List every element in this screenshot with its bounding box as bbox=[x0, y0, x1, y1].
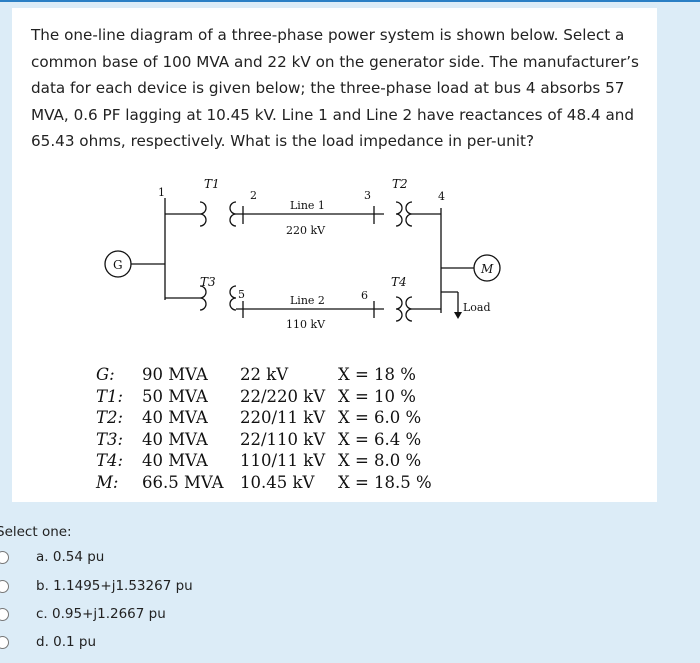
line-2-kv: 110 kV bbox=[286, 318, 326, 331]
t4-secondary-coil bbox=[405, 296, 413, 322]
bus-5-label: 5 bbox=[238, 288, 245, 301]
bus-4-label: 4 bbox=[438, 190, 445, 203]
bus-6-label: 6 bbox=[361, 289, 368, 302]
t2-label: T2 bbox=[392, 177, 408, 191]
bus-1-label: 1 bbox=[158, 186, 165, 199]
answer-option-a[interactable]: a. 0.54 pu bbox=[0, 549, 300, 569]
t4-primary-coil bbox=[395, 296, 403, 322]
t3-secondary-coil bbox=[229, 285, 237, 311]
motor-label: M bbox=[480, 262, 494, 276]
bus-2-label: 2 bbox=[250, 189, 257, 202]
t1-primary-coil bbox=[199, 201, 207, 227]
answer-option-d[interactable]: d. 0.1 pu bbox=[0, 634, 300, 654]
radio-button-icon[interactable] bbox=[0, 580, 9, 593]
motor-symbol bbox=[473, 254, 501, 282]
t3-label: T3 bbox=[200, 275, 216, 289]
generator-label: G bbox=[113, 258, 123, 272]
question-text: The one-line diagram of a three-phase po… bbox=[31, 22, 641, 155]
load-label: Load bbox=[463, 301, 491, 314]
t1-secondary-coil bbox=[229, 201, 237, 227]
load-arrow-icon bbox=[454, 312, 462, 319]
top-accent-line bbox=[0, 0, 700, 2]
line-1-name: Line 1 bbox=[290, 199, 325, 212]
t3-primary-coil bbox=[199, 285, 207, 311]
question-card: The one-line diagram of a three-phase po… bbox=[12, 8, 657, 502]
t2-secondary-coil bbox=[405, 201, 413, 227]
radio-button-icon[interactable] bbox=[0, 608, 9, 621]
t2-primary-coil bbox=[395, 201, 403, 227]
bus-3-label: 3 bbox=[364, 189, 371, 202]
answer-option-b[interactable]: b. 1.1495+j1.53267 pu bbox=[0, 578, 300, 598]
select-one-label: Select one: bbox=[0, 524, 72, 540]
answer-option-c[interactable]: c. 0.95+j1.2667 pu bbox=[0, 606, 300, 626]
line-1-kv: 220 kV bbox=[286, 224, 326, 237]
radio-button-icon[interactable] bbox=[0, 636, 9, 649]
t4-label: T4 bbox=[391, 275, 407, 289]
line-2-name: Line 2 bbox=[290, 294, 325, 307]
question-paragraph: The one-line diagram of a three-phase po… bbox=[31, 26, 639, 150]
one-line-diagram: 1 T1 2 Line 1 220 kV 3 T2 4 G M Load T3 … bbox=[104, 177, 501, 331]
radio-button-icon[interactable] bbox=[0, 551, 9, 564]
t1-label: T1 bbox=[204, 177, 220, 191]
